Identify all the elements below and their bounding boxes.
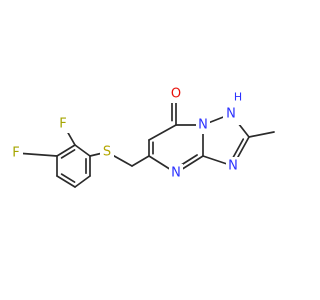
atom-nh-h-label: H [234,91,242,104]
bond-line-13 [230,138,245,161]
atom-n-triazole-label: N [228,159,238,174]
atom-o-label: O [171,87,181,102]
atom-f-ortho-label: F [59,117,66,132]
atom-f-ortho-bg [56,115,70,133]
atom-label-layer: O S F F N H N N N [9,85,247,182]
atom-o-bg [169,85,183,103]
atom-s-bg [100,143,114,161]
atom-f-meta-label: F [12,146,19,161]
atom-n-bridgehead-bg [196,116,210,134]
bond-line-25 [74,175,91,188]
atom-n-bridgehead-label: N [198,118,208,133]
bond-line-20 [56,144,76,157]
atom-s-label: S [103,145,111,160]
atom-n-bottom-bg [169,164,183,182]
atom-n-bottom-label: N [171,166,181,181]
atom-n-triazole-bg [226,157,240,175]
bond-line-0 [148,124,177,141]
atom-f-meta-bg [9,144,23,162]
bond-line-16 [131,155,150,167]
bond-line-15 [248,131,275,138]
atom-nh-bg [223,89,247,125]
bond-line-23 [56,175,76,188]
bond-line-21 [60,149,76,159]
bond-line-19 [74,144,91,157]
bond-line-24 [60,173,76,183]
molecule-structure-diagram: O S F F N H N N N [9,85,275,188]
atom-nh-n-label: N [226,107,236,122]
